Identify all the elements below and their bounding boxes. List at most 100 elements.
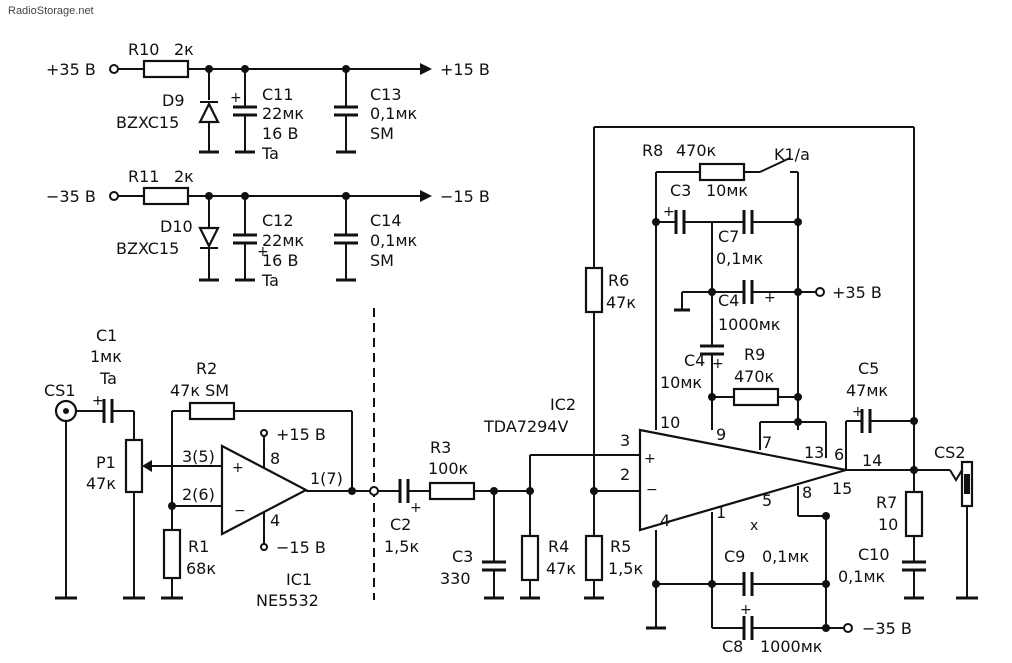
label-c3-amp-value: 10мк [706,181,748,200]
resistor-r1 [162,528,182,580]
arrow-plus15 [420,63,432,75]
label-d10: D10 [160,217,193,236]
label-minus35-top: −35 В [46,187,96,206]
label-plus35-top: +35 В [46,60,96,79]
label-c2: C2 [390,515,411,534]
svg-text:+: + [92,393,104,409]
connector-point [369,486,379,496]
label-r3-value: 100к [428,459,469,478]
label-c7: C7 [718,227,739,246]
label-c5: C5 [858,359,879,378]
label-c2-value: 1,5к [384,537,419,556]
label-c12-voltage: 16 В [262,251,298,270]
label-r7-value: 10 [878,515,898,534]
svg-text:+: + [712,356,724,372]
label-ic2-pin9: 9 [716,425,726,444]
label-ic1-type: NE5532 [256,591,319,610]
label-c14-type: SM [370,251,394,270]
terminal-plus35-top [109,64,119,74]
label-c4-big: C4 [718,291,739,310]
label-c4-small-value: 10мк [660,373,702,392]
label-c12-value: 22мк [262,231,304,250]
site-watermark: RadioStorage.net [8,5,94,17]
label-c5-value: 47мк [846,381,888,400]
label-c4-big-value: 1000мк [718,315,781,334]
label-c13-value: 0,1мк [370,104,418,123]
label-ic2-pin15: 15 [832,479,852,498]
resistor-r10 [142,59,190,79]
resistor-r4 [520,534,540,582]
label-c8-value: 1000мк [760,637,823,656]
svg-text:+: + [410,500,422,516]
label-c3-in: C3 [452,547,473,566]
label-r10: R10 [128,40,159,59]
label-r11-value: 2к [174,167,194,186]
label-c14-value: 0,1мк [370,231,418,250]
svg-text:+: + [764,290,776,306]
label-r4-value: 47к [546,559,576,578]
label-c11-type: Ta [261,144,279,163]
label-minus35-amp: −35 В [862,619,912,638]
resistor-r8 [698,162,746,182]
label-ic1-pin-plus: 3(5) [182,447,215,466]
preamp-section: CS1 + C1 1мк Ta P1 47к R2 47к SM R1 [44,326,374,610]
svg-text:+: + [852,404,864,420]
label-ic2-pin1: 1 [716,503,726,522]
label-ic1-pin-minus: 2(6) [182,485,215,504]
label-plus35-amp: +35 В [832,283,882,302]
label-ic2-type: TDA7294V [483,417,568,436]
coupling-section: + C2 1,5к R3 100к C3 330 R4 47к [378,438,640,600]
label-ic1: IC1 [286,570,312,589]
label-ic2-pin4: 4 [660,511,670,530]
svg-text:−: − [646,482,658,498]
label-c9-value: 0,1мк [762,547,810,566]
label-ic1-pin4: 4 [270,511,280,530]
label-d10-type: BZXC15 [116,239,179,258]
label-c11: C11 [262,85,294,104]
arrow-minus15 [420,190,432,202]
label-r7: R7 [876,493,897,512]
supply-minus15-section: −35 В −15 В R11 2к D10 BZXC15 + C12 22мк… [46,167,490,290]
label-r9-value: 470к [734,367,775,386]
zener-d9 [198,101,220,124]
label-c11-voltage: 16 В [262,124,298,143]
resistor-r2 [188,401,236,421]
label-r8: R8 [642,141,663,160]
label-c1: C1 [96,326,117,345]
label-ic1-pin8: 8 [270,449,280,468]
label-r2-value: 47к SM [170,381,229,400]
potentiometer-p1 [124,438,144,494]
label-ic2-pin7: 7 [762,433,772,452]
label-c12: C12 [262,211,294,230]
label-c7-value: 0,1мк [716,249,764,268]
zener-d10 [198,226,220,249]
power-amp-ic2 [638,428,847,532]
label-c12-type: Ta [261,271,279,290]
label-ic1-vplus: +15 В [276,425,326,444]
label-cs1: CS1 [44,381,76,400]
label-c4-small: C4 [684,351,705,370]
label-plus15-out: +15 В [440,60,490,79]
label-c10-value: 0,1мк [838,567,886,586]
label-c13: C13 [370,85,402,104]
label-c14: C14 [370,211,402,230]
resistor-r6 [584,266,604,314]
label-ic1-pin-out: 1(7) [310,469,343,488]
supply-plus15-section: +35 В +15 В R10 2к D9 BZXC15 + C11 22мк … [46,40,490,163]
power-amp-section: IC2 TDA7294V R6 47к R5 1,5к R8 470к K1/a [483,126,978,656]
label-ic2-pin5: 5 [762,491,772,510]
label-r5-value: 1,5к [608,559,643,578]
label-r5: R5 [610,537,631,556]
svg-text:x: x [750,518,758,534]
label-ic2-pin2: 2 [620,465,630,484]
label-c10: C10 [858,545,890,564]
label-c11-value: 22мк [262,104,304,123]
label-r3: R3 [430,438,451,457]
label-c9: C9 [724,547,745,566]
label-r2: R2 [196,359,217,378]
label-c1-value: 1мк [90,347,122,366]
svg-text:+: + [232,460,244,476]
label-ic2-pin3: 3 [620,431,630,450]
label-ic2-pin10: 10 [660,413,680,432]
